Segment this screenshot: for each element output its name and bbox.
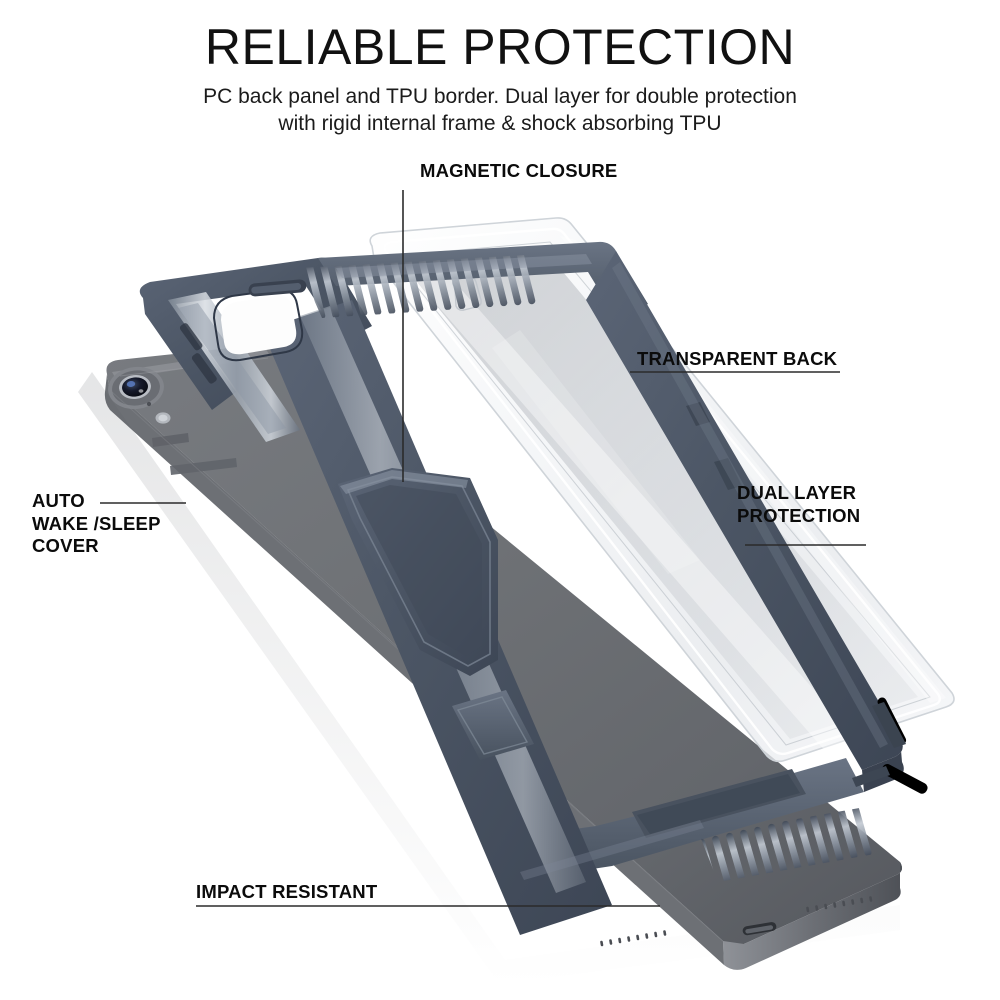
callout-impact-line-1: IMPACT RESISTANT xyxy=(196,881,378,902)
rear-camera xyxy=(108,366,164,410)
subtitle-line-1: PC back panel and TPU border. Dual layer… xyxy=(203,85,797,108)
usb-c-port xyxy=(742,922,777,936)
page-title: RELIABLE PROTECTION xyxy=(204,19,796,75)
kickstand-grip-panel xyxy=(338,468,498,676)
tpu-ribs-top xyxy=(305,252,536,318)
callout-dual-layer-line-1: DUAL LAYER xyxy=(737,482,857,503)
callout-transparent-back: TRANSPARENT BACK xyxy=(637,348,837,371)
lower-grip-tab xyxy=(452,690,534,760)
volume-buttons xyxy=(152,433,237,475)
callout-dual-layer-line-2: PROTECTION xyxy=(737,504,861,526)
callout-auto-line-1: AUTO xyxy=(32,490,85,511)
speaker-grille xyxy=(600,896,873,947)
page-subtitle: PC back panel and TPU border. Dual layer… xyxy=(0,72,1000,138)
callout-magnetic-closure-line-1: MAGNETIC CLOSURE xyxy=(420,160,618,181)
subtitle-line-2: with rigid internal frame & shock absorb… xyxy=(278,111,722,135)
callout-auto-line-2: WAKE /SLEEP xyxy=(32,512,161,534)
bottom-frame-plates xyxy=(632,764,928,838)
microphone-icon xyxy=(146,401,152,407)
callout-dual-layer-protection: DUAL LAYER PROTECTION xyxy=(737,482,860,527)
leader-lines xyxy=(100,190,866,907)
callout-transparent-back-line-1: TRANSPARENT BACK xyxy=(637,348,838,369)
callout-auto-wake-sleep-cover: AUTO WAKE /SLEEP COVER xyxy=(32,490,161,558)
header: RELIABLE PROTECTION PC back panel and TP… xyxy=(0,0,1000,138)
callout-magnetic-closure: MAGNETIC CLOSURE xyxy=(420,160,617,183)
callout-impact-resistant: IMPACT RESISTANT xyxy=(196,881,377,904)
callout-auto-line-3: COVER xyxy=(32,535,99,557)
